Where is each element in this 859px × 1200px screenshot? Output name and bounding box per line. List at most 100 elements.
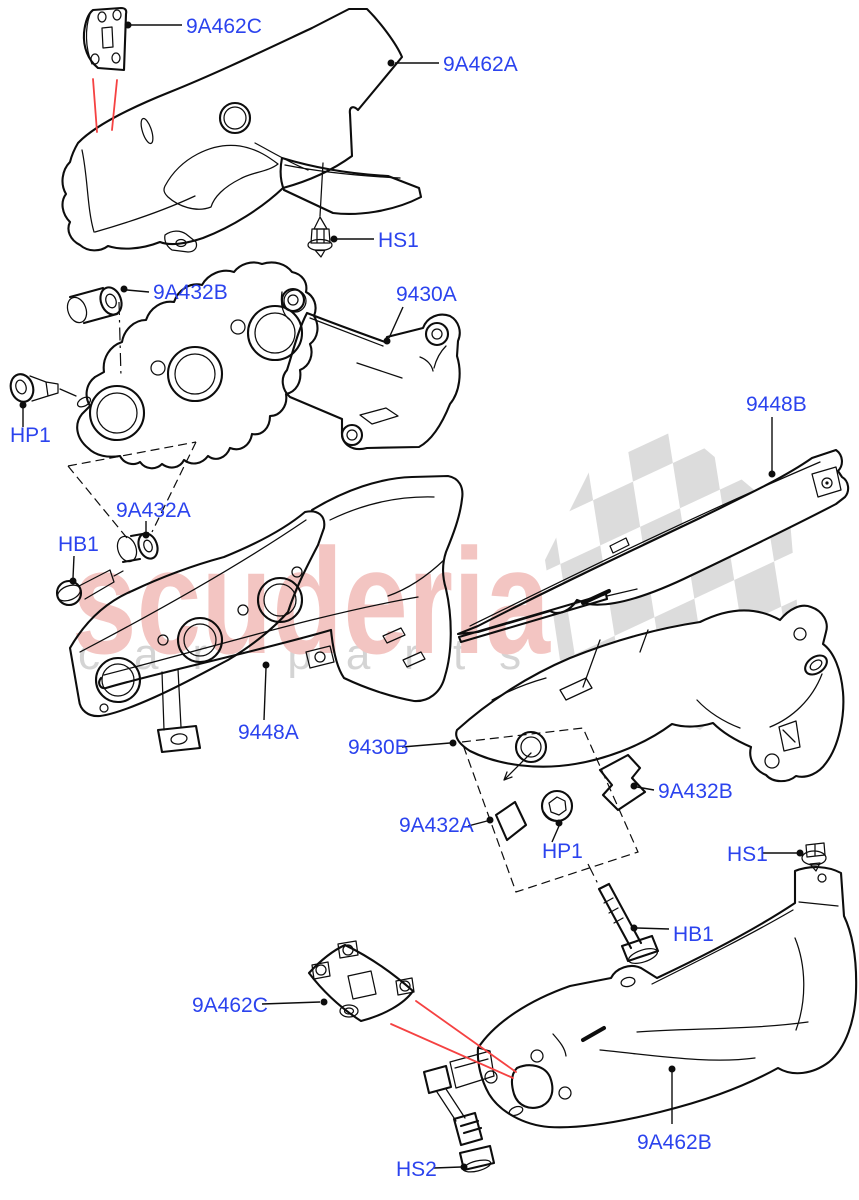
- leader-dot: [383, 337, 391, 345]
- leader-line: [467, 820, 488, 827]
- spacer-bore: [143, 539, 153, 553]
- part-label-9a462b[interactable]: 9A462B: [637, 1131, 712, 1154]
- leader-line: [636, 786, 655, 791]
- grommet-inner: [343, 1007, 355, 1015]
- bolt-shaft: [436, 1088, 466, 1122]
- dashed-projection-box: [461, 727, 639, 893]
- label-9448a: 9448A: [238, 661, 299, 744]
- shield-stud: [581, 1026, 606, 1042]
- plate-outline: [307, 943, 415, 1023]
- rod-extension: [606, 588, 638, 597]
- shield-port-inner: [223, 106, 247, 130]
- gasket-port-inner: [254, 312, 296, 354]
- corner-clip-hole: [342, 944, 354, 956]
- part-label-9a462c-top[interactable]: 9A462C: [186, 15, 262, 38]
- shield-hole: [530, 1049, 544, 1063]
- block-outline: [494, 800, 528, 842]
- center-cutout: [347, 970, 377, 1000]
- shield-slots: [382, 627, 426, 668]
- bolt-shaft: [597, 882, 643, 950]
- leader-line: [126, 289, 150, 293]
- plate-hole: [90, 53, 100, 65]
- upper-heat-shield-9a462a-drawing: [61, 7, 423, 253]
- part-label-9430a[interactable]: 9430A: [396, 283, 457, 306]
- screw-washer: [801, 850, 827, 866]
- gasket-hole: [237, 604, 249, 616]
- shield-inner-curves: [329, 496, 445, 597]
- alignment-line: [118, 301, 122, 378]
- part-label-hb1-top[interactable]: HB1: [58, 533, 99, 556]
- gasket-outline: [76, 261, 319, 470]
- label-9430a: 9430A: [383, 283, 457, 345]
- part-label-9a432b-bottom[interactable]: 9A432B: [658, 780, 733, 803]
- leader-line: [433, 1166, 462, 1169]
- leader-line: [401, 742, 451, 748]
- port-pointer: [503, 752, 532, 781]
- gasket-fold-line: [79, 519, 307, 653]
- part-label-hs1-bottom[interactable]: HS1: [727, 843, 768, 866]
- leader-dot: [142, 531, 150, 539]
- lower-heat-shield-9a462b-drawing: [449, 866, 858, 1129]
- ear-hole-bottom: [764, 753, 780, 769]
- part-label-hp1-top[interactable]: HP1: [10, 424, 51, 447]
- gasket-port: [246, 304, 304, 362]
- part-label-hs1-top[interactable]: HS1: [378, 229, 419, 252]
- screw-tip: [313, 216, 328, 230]
- label-9430b: 9430B: [348, 736, 457, 759]
- gasket-port-inner: [183, 623, 217, 657]
- part-label-hp1-bottom[interactable]: HP1: [542, 840, 583, 863]
- corner-clip: [395, 977, 415, 996]
- flange-hole-ear-inner: [431, 328, 443, 340]
- shield-slot: [140, 117, 154, 145]
- bolt-hb1-upper-drawing: [55, 569, 124, 607]
- part-label-9a432b-top[interactable]: 9A432B: [153, 281, 228, 304]
- corner-clip-hole: [315, 964, 327, 976]
- face-port: [514, 730, 548, 764]
- leader-line: [263, 667, 267, 721]
- lower-mounting-plate-9a462c-drawing: [307, 940, 517, 1079]
- screw-body: [310, 228, 331, 244]
- part-label-hs2[interactable]: HS2: [396, 1158, 437, 1181]
- gasket-outline: [68, 510, 326, 718]
- foot-slot: [170, 733, 188, 745]
- dashdot-to-bolt: [587, 863, 600, 887]
- label-9a432b-top: 9A432B: [120, 281, 228, 304]
- leader-dot: [486, 816, 494, 824]
- strip-tab-bump: [609, 537, 630, 554]
- part-label-9a462c-bottom[interactable]: 9A462C: [192, 994, 268, 1017]
- flange-hole-top-left: [280, 287, 306, 313]
- gasket-port: [256, 576, 304, 624]
- gasket-port-inner: [96, 392, 138, 434]
- screw-washer: [307, 238, 333, 252]
- plug-hp1-lower-drawing: [540, 789, 574, 823]
- shield-detail-lines: [81, 142, 401, 233]
- red-pointer-lines-lower: [390, 1000, 517, 1079]
- spacer-end-far: [66, 296, 88, 324]
- label-hb1-top: HB1: [58, 533, 99, 585]
- shield-band-top: [103, 596, 419, 676]
- leader-dot: [460, 1163, 468, 1171]
- gasket-port-inner: [174, 353, 216, 395]
- gasket-strip-9448b-drawing: [456, 448, 850, 644]
- gasket-hole: [99, 703, 109, 713]
- part-label-9a462a[interactable]: 9A462A: [443, 53, 518, 76]
- part-label-9448b[interactable]: 9448B: [746, 393, 807, 416]
- part-label-9a432a-bottom[interactable]: 9A432A: [399, 814, 474, 837]
- part-label-9430b[interactable]: 9430B: [348, 736, 409, 759]
- label-9a462b: 9A462B: [637, 1065, 712, 1154]
- part-label-9a432a-top[interactable]: 9A432A: [116, 499, 191, 522]
- label-hp1-bottom: HP1: [542, 819, 583, 863]
- flange-hole-inner: [287, 294, 299, 306]
- manifold-outline: [281, 311, 461, 451]
- manifold-9430b-fill: [456, 605, 844, 782]
- leader-dot: [387, 59, 395, 67]
- bolt-head-rim: [627, 948, 659, 964]
- shield-bottom-tab: [164, 230, 198, 253]
- leader-dot: [630, 782, 638, 790]
- part-label-hb1-bottom[interactable]: HB1: [673, 923, 714, 946]
- corner-clip-hole: [399, 980, 411, 992]
- label-hp1-top: HP1: [10, 401, 51, 447]
- part-label-9448a[interactable]: 9448A: [238, 721, 299, 744]
- rod-clip: [581, 589, 611, 605]
